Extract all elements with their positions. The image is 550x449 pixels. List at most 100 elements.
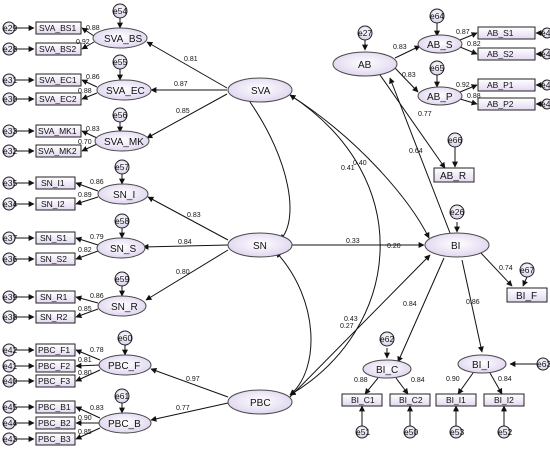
- structural-coefficients: 0.81 0.87 0.85 0.83 0.84 0.80 0.97 0.77 …: [174, 29, 513, 412]
- svg-text:0.90: 0.90: [78, 415, 92, 422]
- svg-text:e59: e59: [115, 274, 129, 284]
- svg-text:0.88: 0.88: [467, 93, 481, 100]
- left-error-arrows: [15, 25, 35, 442]
- svg-text:0.84: 0.84: [498, 376, 512, 383]
- svg-text:AB_P1: AB_P1: [487, 80, 514, 90]
- indicator-sni1: SN_I1: [35, 176, 76, 190]
- svg-text:e48: e48: [541, 80, 550, 90]
- indicator-pbcf1: PBC_F1: [35, 343, 76, 357]
- svg-text:AB_R: AB_R: [440, 171, 466, 182]
- svg-text:0.92: 0.92: [76, 39, 90, 46]
- svg-text:SN_S: SN_S: [110, 244, 136, 255]
- svg-text:SVA_BS1: SVA_BS1: [39, 23, 76, 33]
- svg-text:e28: e28: [3, 44, 17, 54]
- latent-pbc: PBC: [227, 389, 293, 415]
- indicator-bic2: BI_C2: [389, 393, 431, 407]
- indicator-abp2: AB_P2: [477, 97, 536, 111]
- latent-bi-c: BI_C: [362, 359, 412, 379]
- svg-text:SN_R2: SN_R2: [40, 312, 68, 322]
- edge-pbcf-f3: [75, 369, 101, 382]
- svg-text:0.77: 0.77: [418, 111, 432, 118]
- svg-text:0.83: 0.83: [90, 405, 104, 412]
- svg-text:0.83: 0.83: [402, 72, 416, 79]
- error-node: e33: [2, 124, 17, 138]
- edge-svamk-mk1: [81, 130, 98, 139]
- error-node: e34: [2, 197, 17, 211]
- svg-text:e56: e56: [113, 110, 127, 120]
- dimension-latents: SVA_BS SVA_EC SVA_MK SN_I SN_S SN_R PBC_…: [92, 27, 152, 434]
- indicator-svamk2: SVA_MK2: [35, 144, 82, 158]
- edge-snr-r1: [75, 295, 99, 304]
- edges: [15, 18, 545, 442]
- indicator-pbcf2: PBC_F2: [35, 359, 76, 373]
- latent-bi-i: BI_I: [457, 354, 507, 374]
- error-node: e48: [541, 79, 550, 91]
- svg-text:0.87: 0.87: [456, 29, 470, 36]
- svg-text:e53: e53: [450, 427, 464, 437]
- main-latents: SVA SN PBC AB BI AB_S AB_P BI_C BI_I: [227, 34, 507, 415]
- edge-svaec-ec2: [81, 92, 98, 100]
- svg-text:e45: e45: [3, 402, 17, 412]
- svg-text:BI_I1: BI_I1: [446, 395, 466, 405]
- latent-sva-ec: SVA_EC: [96, 79, 152, 101]
- edge-svabs-bs1: [81, 27, 95, 37]
- svg-text:SVA_MK: SVA_MK: [104, 137, 144, 148]
- error-node: e36: [2, 252, 17, 266]
- svg-text:0.64: 0.64: [409, 148, 423, 155]
- svg-text:0.83: 0.83: [187, 212, 201, 219]
- error-node: e26: [449, 204, 465, 220]
- edge-bi-bif: [479, 251, 513, 287]
- edge-sni-i2: [75, 196, 99, 206]
- svg-text:PBC_B: PBC_B: [108, 419, 141, 430]
- error-node: e58: [114, 213, 130, 229]
- svg-text:SVA_EC: SVA_EC: [106, 86, 145, 97]
- indicator-pbcb2: PBC_B2: [35, 416, 76, 430]
- error-node: e37: [2, 231, 17, 245]
- svg-text:e38: e38: [3, 312, 17, 322]
- latent-sn: SN: [227, 232, 293, 258]
- latent-sva-bs: SVA_BS: [92, 27, 148, 49]
- svg-text:0.83: 0.83: [393, 44, 407, 51]
- svg-text:0.83: 0.83: [86, 126, 100, 133]
- svg-text:PBC_F2: PBC_F2: [38, 361, 70, 371]
- svg-text:0.41: 0.41: [341, 165, 355, 172]
- svg-text:e47: e47: [541, 49, 550, 59]
- svg-text:0.90: 0.90: [446, 376, 460, 383]
- left-coefficients: 0.88 0.92 0.86 0.88 0.83 0.70 0.86 0.89 …: [76, 25, 104, 436]
- svg-text:BI_I: BI_I: [472, 360, 490, 371]
- svg-text:BI_C: BI_C: [376, 365, 398, 376]
- svg-text:SVA: SVA: [251, 86, 271, 97]
- indicator-bif: BI_F: [506, 287, 548, 303]
- error-node: e45: [2, 400, 17, 414]
- edge-sni-i1: [75, 182, 99, 192]
- svg-text:e57: e57: [115, 162, 129, 172]
- indicator-sns2: SN_S2: [35, 252, 76, 266]
- svg-text:0.70: 0.70: [78, 139, 92, 146]
- error-node: e30: [2, 92, 17, 106]
- svg-text:AB: AB: [358, 60, 372, 71]
- svg-text:e63: e63: [537, 359, 550, 369]
- latent-sva: SVA: [227, 77, 293, 103]
- svg-text:e62: e62: [380, 334, 394, 344]
- svg-text:0.80: 0.80: [176, 269, 190, 276]
- error-node: e35: [2, 176, 17, 190]
- svg-text:e44: e44: [3, 418, 17, 428]
- latent-pbc-f: PBC_F: [98, 354, 152, 376]
- svg-text:BI_C2: BI_C2: [399, 395, 423, 405]
- edge-pbcb-b3: [75, 427, 101, 440]
- error-node: e53: [449, 425, 464, 439]
- svg-text:e40: e40: [3, 376, 17, 386]
- svg-text:SN_I1: SN_I1: [41, 178, 65, 188]
- svg-text:0.85: 0.85: [176, 108, 190, 115]
- svg-text:SN_S1: SN_S1: [40, 233, 67, 243]
- svg-text:e49: e49: [541, 99, 550, 109]
- error-node: e50: [403, 425, 418, 439]
- svg-text:SVA_EC2: SVA_EC2: [39, 94, 77, 104]
- svg-text:SVA_BS2: SVA_BS2: [39, 44, 76, 54]
- svg-text:e37: e37: [3, 233, 17, 243]
- indicator-pbcf3: PBC_F3: [35, 374, 76, 388]
- edge-sns-s1: [75, 236, 99, 246]
- edge-sva-svamk: [146, 93, 228, 139]
- indicator-pbcb1: PBC_B1: [35, 400, 76, 414]
